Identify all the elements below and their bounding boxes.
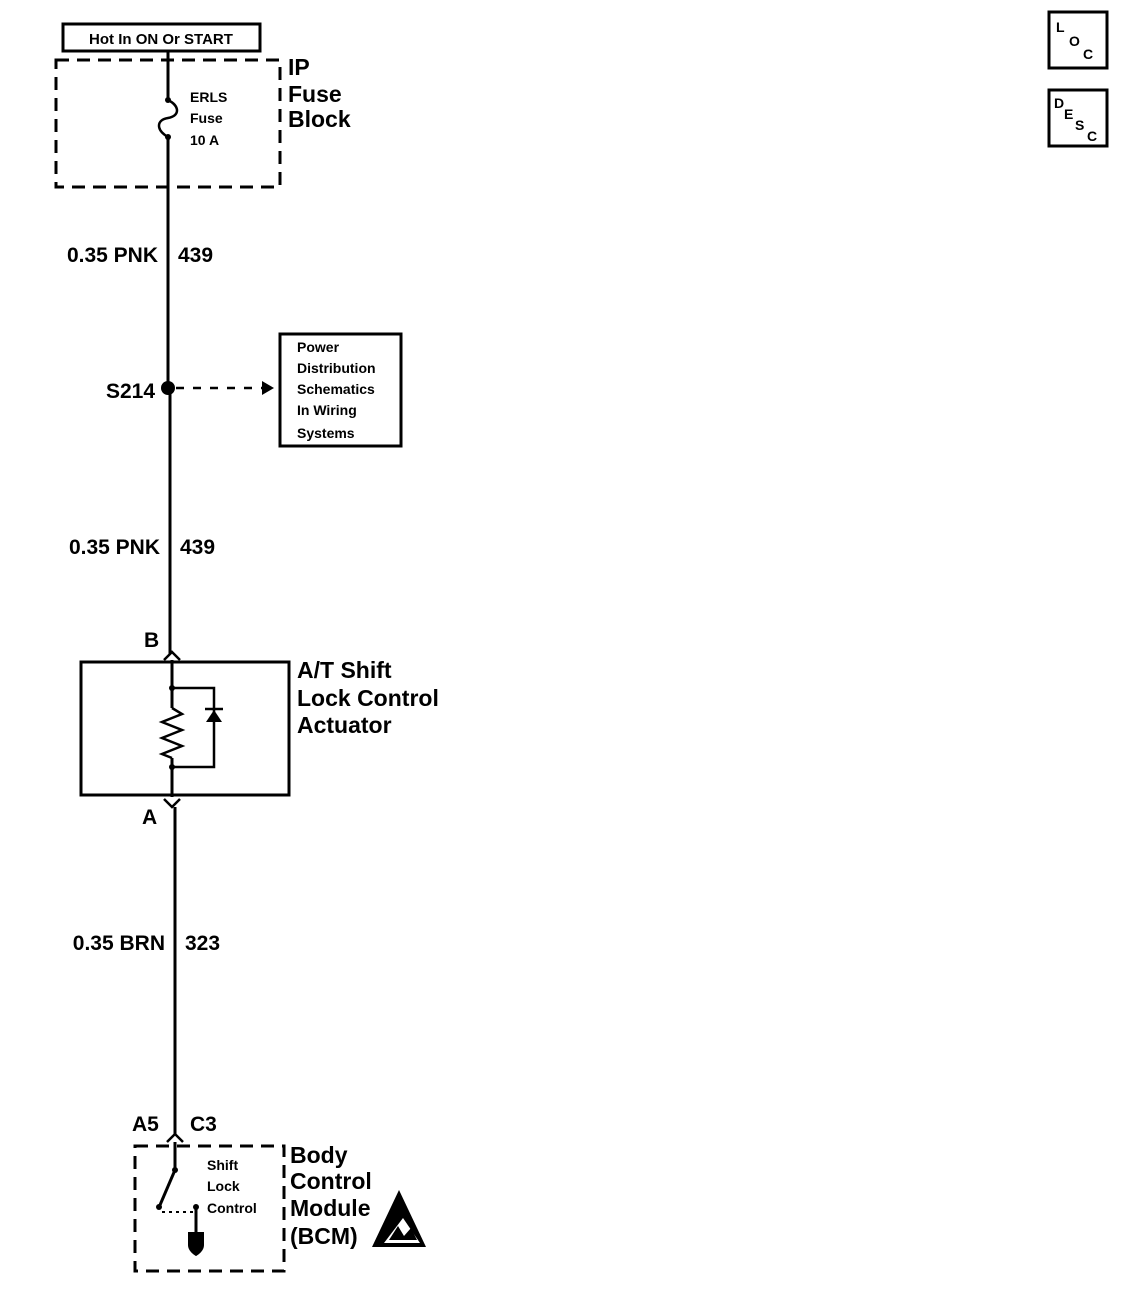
fuse-block-title-line-2: Fuse xyxy=(288,81,342,107)
solenoid-coil-symbol xyxy=(158,706,186,760)
bcm-switch-blade xyxy=(158,1169,177,1206)
power-source-box xyxy=(61,22,262,53)
bcm-title-line-1: Body xyxy=(290,1142,348,1168)
bcm-title-line-3: Module xyxy=(290,1195,371,1221)
fuse-block-title-line-3: Block xyxy=(288,106,351,132)
reference-line-1: Power xyxy=(297,339,340,355)
bcm-connector-symbol xyxy=(166,1132,184,1143)
diode-branch-wire xyxy=(172,686,216,769)
loc-icon[interactable]: L O C xyxy=(1047,10,1109,70)
bcm-connector-c3: C3 xyxy=(190,1113,217,1136)
reference-line-3: Schematics xyxy=(297,381,375,397)
bcm-box xyxy=(133,1144,286,1273)
fuse-block-title-line-1: IP xyxy=(288,54,310,80)
actuator-title-line-1: A/T Shift xyxy=(297,657,392,683)
reference-box xyxy=(278,332,403,448)
bcm-connector-a5: A5 xyxy=(132,1113,159,1136)
actuator-pin-a: A xyxy=(142,806,157,829)
wire-1-circuit: 439 xyxy=(178,244,213,267)
diode-icon xyxy=(206,710,222,722)
bcm-switch-contact-left xyxy=(156,1204,162,1210)
splice-reference-arrowhead xyxy=(262,381,274,395)
wire-2-gauge-color: 0.35 PNK xyxy=(69,536,160,559)
svg-text:L: L xyxy=(1056,19,1065,35)
wire-2-circuit: 439 xyxy=(180,536,215,559)
reference-line-5: Systems xyxy=(297,425,355,441)
splice-dot xyxy=(161,381,175,395)
svg-text:C: C xyxy=(1087,128,1097,144)
desc-icon[interactable]: D E S C xyxy=(1047,88,1109,148)
esd-warning-icon xyxy=(372,1190,426,1247)
svg-text:D: D xyxy=(1054,95,1064,111)
fuse-symbol xyxy=(157,98,179,139)
bcm-switch-label-line-2: Lock xyxy=(207,1178,240,1194)
wire-1-gauge-color: 0.35 PNK xyxy=(67,244,158,267)
wire-3-gauge-color: 0.35 BRN xyxy=(73,932,165,955)
svg-text:E: E xyxy=(1064,106,1073,122)
svg-text:O: O xyxy=(1069,33,1080,49)
connector-b-symbol xyxy=(163,650,181,661)
reference-line-2: Distribution xyxy=(297,360,376,376)
power-source-label: Hot In ON Or START xyxy=(89,31,233,48)
fuse-label-line-3: 10 A xyxy=(190,132,219,148)
wire-3-circuit: 323 xyxy=(185,932,220,955)
bcm-title-line-2: Control xyxy=(290,1168,372,1194)
connector-a-symbol xyxy=(163,798,181,809)
bcm-ground-icon xyxy=(188,1232,204,1256)
actuator-title-line-3: Actuator xyxy=(297,712,392,738)
actuator-title-line-2: Lock Control xyxy=(297,685,439,711)
fuse-label-line-1: ERLS xyxy=(190,89,227,105)
actuator-box xyxy=(79,660,291,797)
bcm-switch-label-line-1: Shift xyxy=(207,1157,238,1173)
reference-line-4: In Wiring xyxy=(297,402,357,418)
actuator-pin-b: B xyxy=(144,629,159,652)
bcm-switch-label-line-3: Control xyxy=(207,1200,257,1216)
splice-label: S214 xyxy=(106,380,155,403)
svg-text:S: S xyxy=(1075,117,1084,133)
svg-text:C: C xyxy=(1083,46,1093,62)
bcm-title-line-4: (BCM) xyxy=(290,1223,358,1249)
fuse-label-line-2: Fuse xyxy=(190,110,223,126)
